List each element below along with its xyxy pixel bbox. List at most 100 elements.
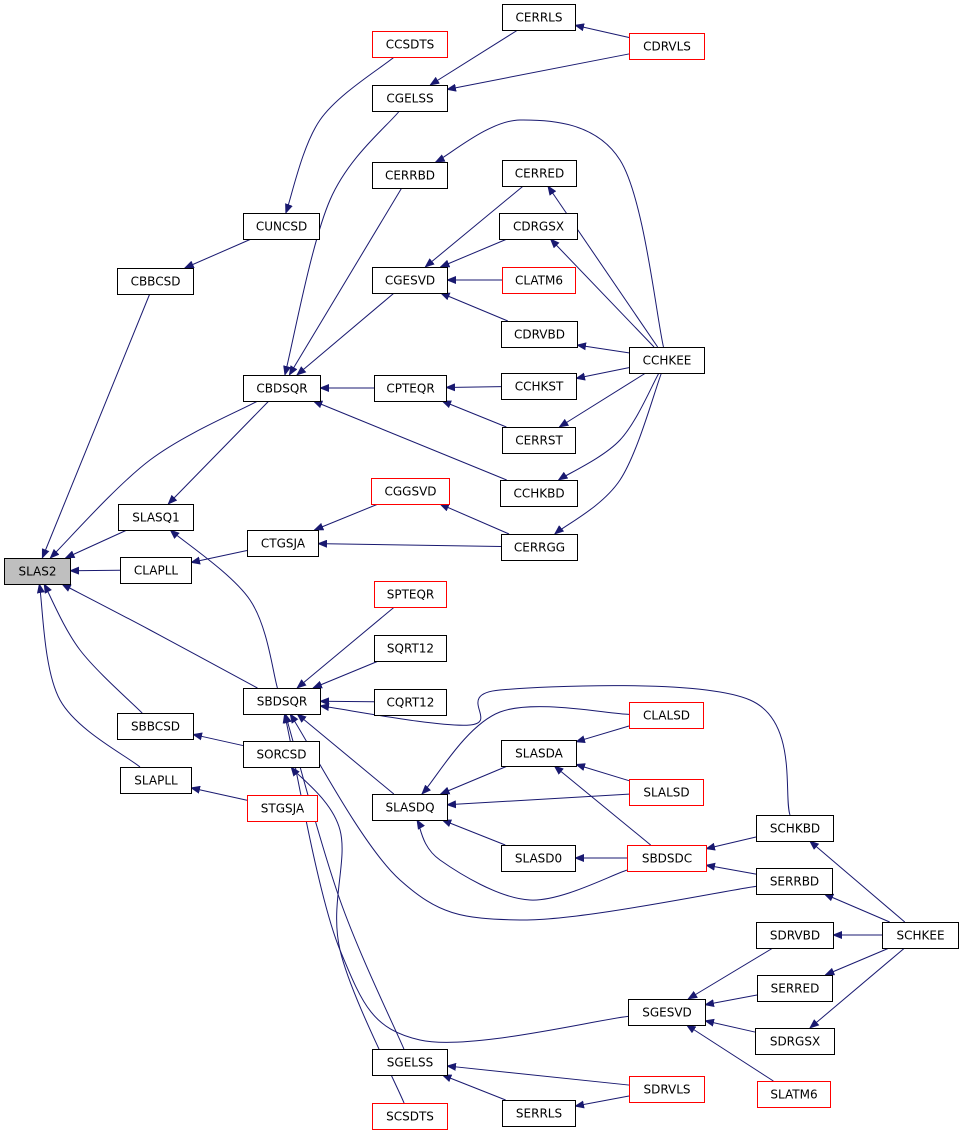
node-box[interactable]	[499, 213, 578, 240]
node-clatm6[interactable]: CLATM6	[502, 267, 576, 294]
node-scsdts[interactable]: SCSDTS	[372, 1103, 448, 1130]
node-box[interactable]	[374, 581, 447, 608]
node-cdrgsx[interactable]: CDRGSX	[499, 213, 578, 240]
node-serrbd[interactable]: SERRBD	[756, 868, 833, 895]
node-box[interactable]	[502, 4, 576, 31]
node-box[interactable]	[372, 162, 448, 189]
node-cgelss[interactable]: CGELSS	[372, 85, 448, 112]
node-sgesvd[interactable]: SGESVD	[628, 999, 706, 1026]
node-box[interactable]	[756, 922, 834, 949]
node-box[interactable]	[374, 375, 447, 402]
node-box[interactable]	[755, 1028, 835, 1055]
node-box[interactable]	[502, 267, 576, 294]
node-slasdq[interactable]: SLASDQ	[372, 794, 448, 821]
node-serrls[interactable]: SERRLS	[502, 1100, 576, 1127]
node-slasda[interactable]: SLASDA	[501, 740, 577, 767]
node-sdrvbd[interactable]: SDRVBD	[756, 922, 834, 949]
node-box[interactable]	[629, 702, 704, 729]
node-slas2[interactable]: SLAS2	[4, 558, 71, 585]
node-box[interactable]	[756, 868, 833, 895]
node-box[interactable]	[372, 1049, 448, 1076]
node-box[interactable]	[372, 1103, 448, 1130]
node-box[interactable]	[501, 321, 578, 348]
node-cerrbd[interactable]: CERRBD	[372, 162, 448, 189]
node-box[interactable]	[120, 557, 192, 584]
node-box[interactable]	[372, 267, 448, 294]
node-clapll[interactable]: CLAPLL	[120, 557, 192, 584]
node-stgsja[interactable]: STGSJA	[247, 795, 318, 822]
node-box[interactable]	[243, 213, 320, 240]
node-slasq1[interactable]: SLASQ1	[118, 504, 194, 531]
node-box[interactable]	[629, 779, 704, 806]
node-box[interactable]	[757, 1081, 831, 1108]
node-slapll[interactable]: SLAPLL	[120, 767, 192, 794]
node-cggsvd[interactable]: CGGSVD	[371, 478, 450, 505]
node-box[interactable]	[243, 688, 321, 715]
node-box[interactable]	[502, 1100, 576, 1127]
node-slalsd[interactable]: SLALSD	[629, 779, 704, 806]
node-schkee[interactable]: SCHKEE	[882, 922, 959, 949]
node-box[interactable]	[120, 767, 192, 794]
node-sbdsdc[interactable]: SBDSDC	[627, 845, 707, 872]
node-cbdsqr[interactable]: CBDSQR	[243, 375, 321, 402]
node-box[interactable]	[629, 1076, 705, 1103]
node-box[interactable]	[371, 478, 450, 505]
node-cerred[interactable]: CERRED	[502, 160, 577, 187]
node-box[interactable]	[502, 427, 576, 454]
node-sdrvls[interactable]: SDRVLS	[629, 1076, 705, 1103]
node-box[interactable]	[500, 480, 578, 507]
node-box[interactable]	[627, 845, 707, 872]
node-cerrgg[interactable]: CERRGG	[501, 534, 578, 561]
node-cgesvd[interactable]: CGESVD	[372, 267, 448, 294]
node-box[interactable]	[374, 635, 447, 662]
node-spteqr[interactable]: SPTEQR	[374, 581, 447, 608]
node-box[interactable]	[882, 922, 959, 949]
node-ctgsja[interactable]: CTGSJA	[247, 530, 319, 557]
node-box[interactable]	[502, 160, 577, 187]
node-box[interactable]	[501, 845, 576, 872]
node-box[interactable]	[501, 373, 577, 400]
node-box[interactable]	[372, 31, 448, 58]
node-schkbd[interactable]: SCHKBD	[756, 815, 834, 842]
node-cerrst[interactable]: CERRST	[502, 427, 576, 454]
node-box[interactable]	[4, 558, 71, 585]
node-box[interactable]	[243, 741, 320, 768]
node-box[interactable]	[756, 815, 834, 842]
node-box[interactable]	[628, 999, 706, 1026]
node-sqrt12[interactable]: SQRT12	[374, 635, 447, 662]
node-box[interactable]	[629, 347, 705, 374]
node-slatm6[interactable]: SLATM6	[757, 1081, 831, 1108]
node-cdrvbd[interactable]: CDRVBD	[501, 321, 578, 348]
node-box[interactable]	[247, 795, 318, 822]
node-cchkee[interactable]: CCHKEE	[629, 347, 705, 374]
node-box[interactable]	[757, 975, 833, 1002]
node-box[interactable]	[372, 794, 448, 821]
node-sorcsd[interactable]: SORCSD	[243, 741, 320, 768]
node-cdrvls[interactable]: CDRVLS	[629, 33, 705, 60]
node-cpteqr[interactable]: CPTEQR	[374, 375, 447, 402]
node-box[interactable]	[117, 713, 194, 740]
node-cchkst[interactable]: CCHKST	[501, 373, 577, 400]
node-slasd0[interactable]: SLASD0	[501, 845, 576, 872]
node-box[interactable]	[629, 33, 705, 60]
node-box[interactable]	[372, 85, 448, 112]
node-ccsdts[interactable]: CCSDTS	[372, 31, 448, 58]
node-box[interactable]	[374, 689, 447, 716]
node-cchkbd[interactable]: CCHKBD	[500, 480, 578, 507]
node-clalsd[interactable]: CLALSD	[629, 702, 704, 729]
node-sdrgsx[interactable]: SDRGSX	[755, 1028, 835, 1055]
node-box[interactable]	[247, 530, 319, 557]
node-sgelss[interactable]: SGELSS	[372, 1049, 448, 1076]
node-box[interactable]	[118, 504, 194, 531]
node-box[interactable]	[501, 534, 578, 561]
node-box[interactable]	[501, 740, 577, 767]
node-cerrls[interactable]: CERRLS	[502, 4, 576, 31]
node-cbbcsd[interactable]: CBBCSD	[117, 268, 194, 295]
node-cuncsd[interactable]: CUNCSD	[243, 213, 320, 240]
node-cqrt12[interactable]: CQRT12	[374, 689, 447, 716]
node-sbbcsd[interactable]: SBBCSD	[117, 713, 194, 740]
node-box[interactable]	[243, 375, 321, 402]
node-serred[interactable]: SERRED	[757, 975, 833, 1002]
node-sbdsqr[interactable]: SBDSQR	[243, 688, 321, 715]
node-box[interactable]	[117, 268, 194, 295]
